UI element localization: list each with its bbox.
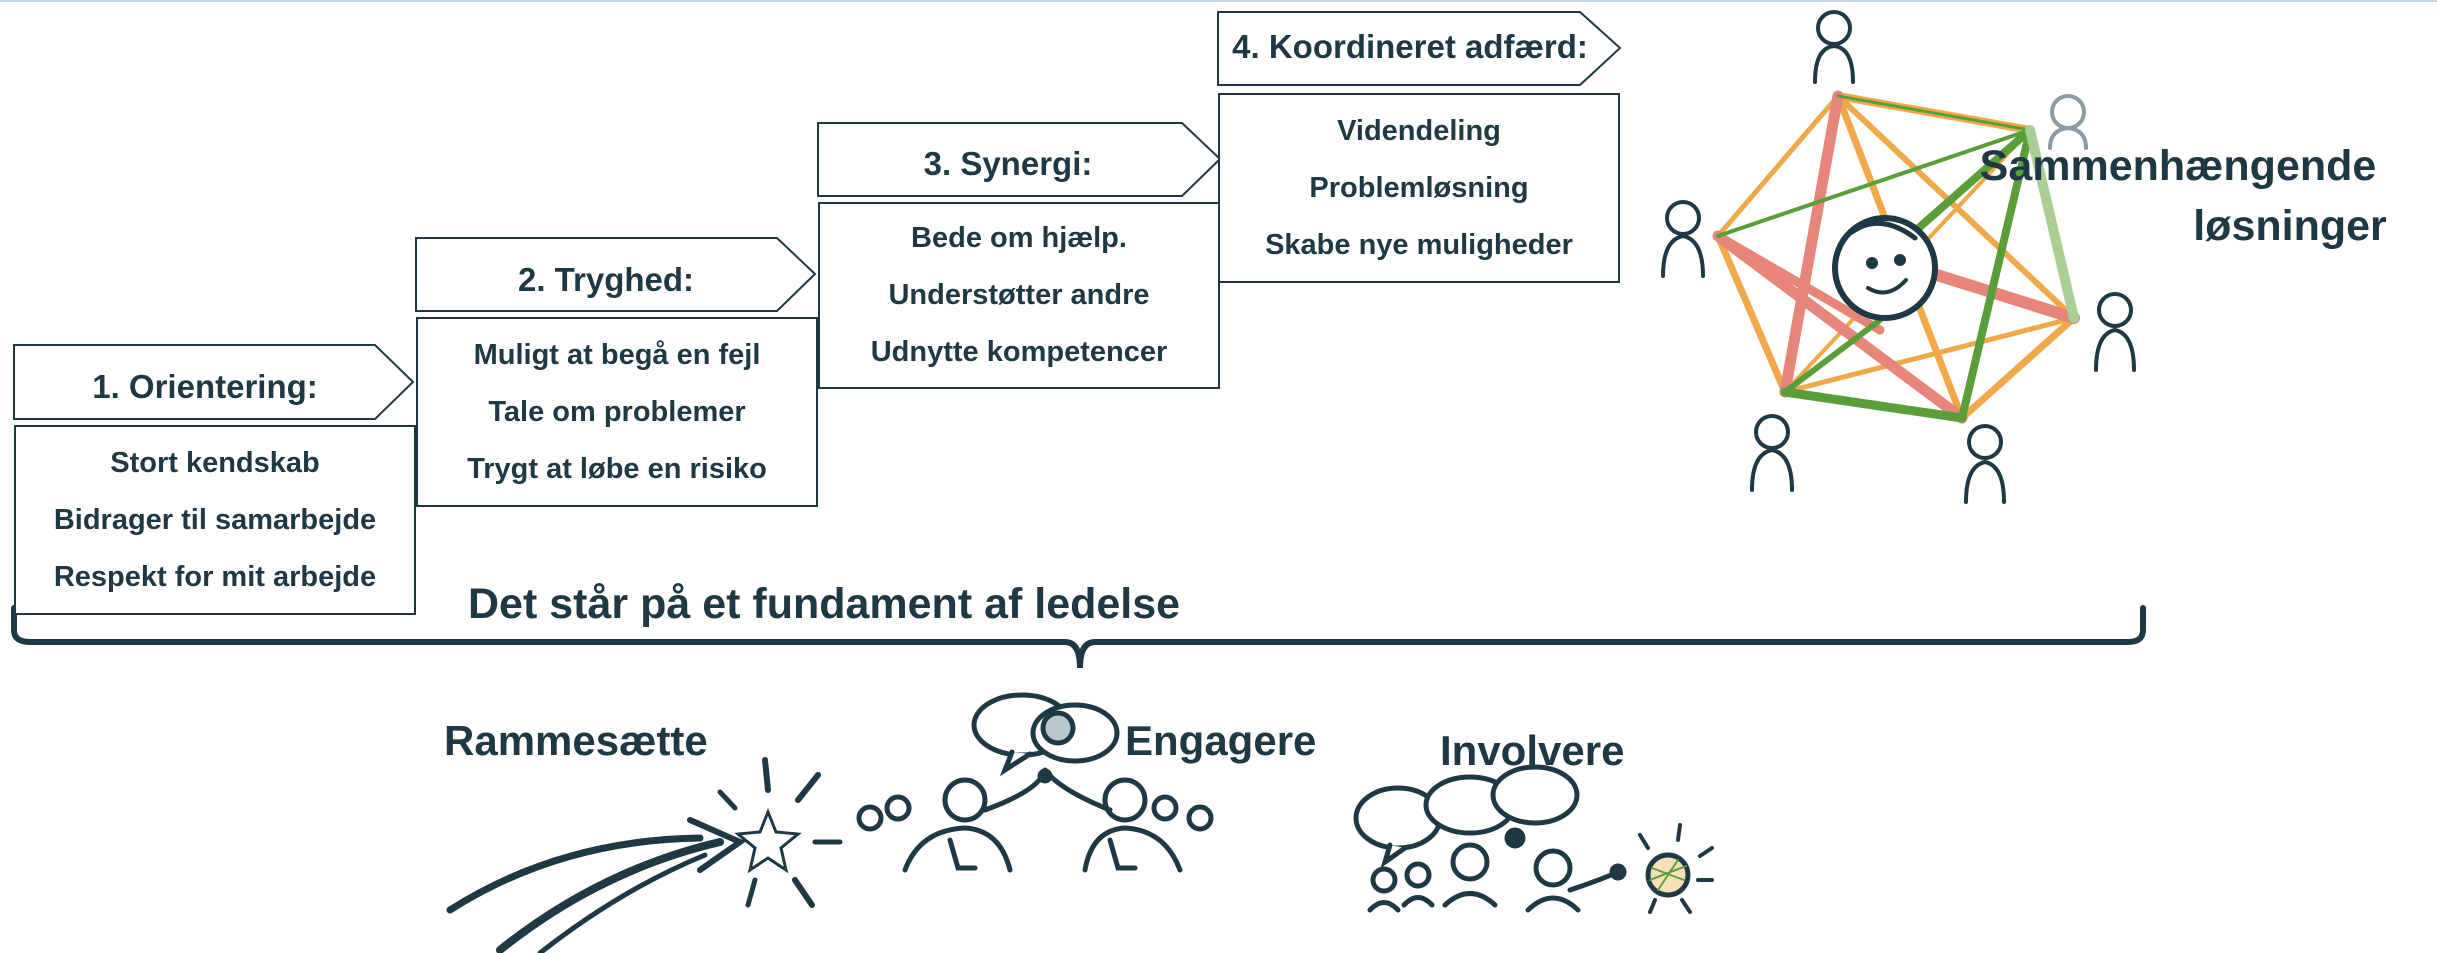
person-icon — [2094, 292, 2136, 372]
person-icon — [2048, 94, 2088, 150]
network-label-line2: løsninger — [2193, 202, 2387, 250]
step-4-item: Problemløsning — [1309, 171, 1529, 204]
step-2-box: Muligt at begå en fejl Tale om problemer… — [416, 317, 818, 507]
step-2-title: 2. Tryghed: — [518, 261, 694, 298]
step-4-box: Videndeling Problemløsning Skabe nye mul… — [1218, 93, 1620, 283]
step-4-item: Skabe nye muligheder — [1265, 228, 1573, 261]
involve-people-icon — [1353, 764, 1714, 914]
step-2-item: Muligt at begå en fejl — [473, 338, 761, 371]
step-1-header: 1. Orientering: — [13, 344, 415, 420]
step-4-item: Videndeling — [1337, 114, 1501, 147]
person-icon — [1750, 414, 1794, 492]
step-3-title: 3. Synergi: — [924, 145, 1093, 182]
step-2-item: Tale om problemer — [488, 395, 746, 428]
step-3-item: Bede om hjælp. — [911, 222, 1127, 254]
person-icon — [1661, 200, 1705, 278]
step-1-item: Stort kendskab — [110, 446, 320, 479]
step-4-title: 4. Koordineret adfærd: — [1232, 28, 1588, 65]
engage-people-icon — [856, 692, 1214, 873]
step-3-box: Bede om hjælp. Understøtter andre Udnytt… — [818, 202, 1220, 389]
step-3-item: Understøtter andre — [888, 279, 1150, 311]
network-graph — [1661, 10, 2136, 504]
step-1-title: 1. Orientering: — [92, 368, 318, 405]
shooting-star-icon — [446, 757, 843, 953]
network-label-line1: Sammenhængende — [1980, 142, 2377, 190]
person-icon — [1813, 10, 1855, 84]
foundation-text: Det står på et fundament af ledelse — [468, 580, 1180, 628]
step-3-header: 3. Synergi: — [817, 122, 1222, 197]
foundation-bracket — [11, 605, 2146, 669]
center-face-icon — [1832, 215, 1938, 321]
step-3-item: Udnytte kompetencer — [870, 336, 1168, 368]
step-1-item: Bidrager til samarbejde — [53, 503, 377, 536]
step-2-header: 2. Tryghed: — [415, 237, 817, 312]
step-1-item: Respekt for mit arbejde — [53, 560, 377, 593]
leadership-frame-label: Rammesætte — [444, 717, 708, 764]
step-2-item: Trygt at løbe en risiko — [467, 452, 767, 485]
leadership-engage-label: Engagere — [1125, 717, 1316, 764]
step-1-box: Stort kendskab Bidrager til samarbejde R… — [14, 425, 416, 615]
step-4-header: 4. Koordineret adfærd: — [1217, 11, 1622, 86]
person-icon — [1964, 424, 2006, 504]
top-divider — [0, 0, 2437, 2]
